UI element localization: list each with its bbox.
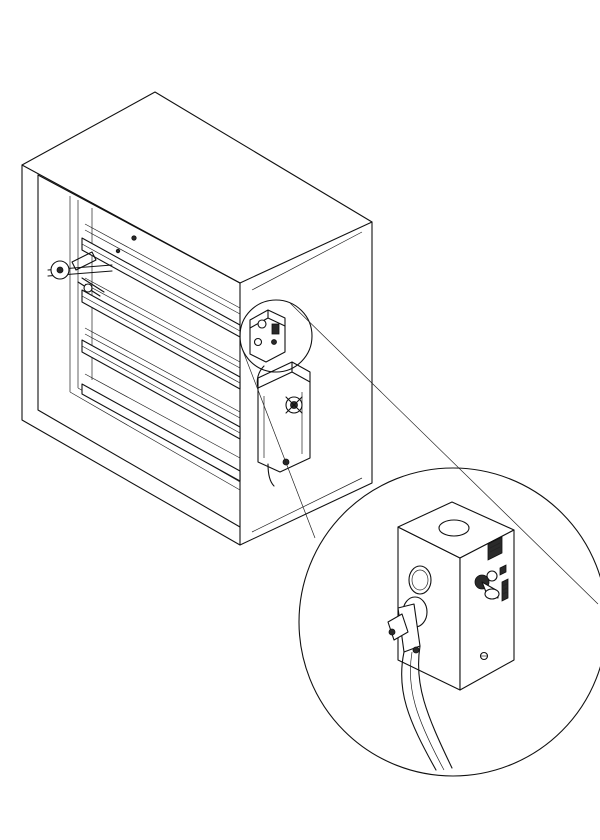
blade-pivot	[115, 248, 121, 254]
frame-interior-channel	[69, 196, 241, 491]
junction-box-detail	[387, 501, 515, 771]
callout-leader-line	[242, 302, 599, 605]
frame-top-front-edge	[21, 164, 373, 284]
flexible-cable	[401, 645, 453, 771]
indicator-light	[486, 570, 498, 582]
callout-small-circle	[239, 299, 313, 373]
junction-box-side-face	[459, 529, 515, 691]
junction-box-small	[249, 309, 286, 363]
frame-side-panel	[251, 231, 363, 533]
linkage-arm	[71, 251, 97, 271]
damper-frame	[21, 91, 373, 546]
toggle-switch-knob	[484, 588, 500, 600]
junction-box-label	[271, 323, 280, 335]
frame-inner-opening	[37, 174, 241, 528]
damper-blade	[81, 327, 241, 440]
damper-blade	[81, 373, 241, 482]
clamp-screw	[388, 628, 396, 636]
damper-blade	[81, 277, 241, 390]
junction-box-knockout	[253, 337, 263, 347]
damper-linkage	[47, 251, 113, 297]
junction-box-switch	[271, 339, 277, 345]
top-knockout	[438, 519, 470, 537]
damper-blades	[81, 223, 241, 482]
blade-pivot	[131, 235, 137, 241]
actuator-cable	[256, 365, 275, 487]
frame-outer-outline	[21, 91, 373, 546]
detail-callout	[239, 299, 600, 777]
clamp-screw	[412, 646, 420, 654]
callout-large-circle	[298, 467, 600, 777]
label-plate-dark	[487, 536, 503, 561]
junction-box-knockout	[257, 319, 267, 329]
linkage-joint	[83, 283, 93, 293]
linkage-pivot	[56, 266, 64, 274]
actuator	[256, 361, 311, 487]
